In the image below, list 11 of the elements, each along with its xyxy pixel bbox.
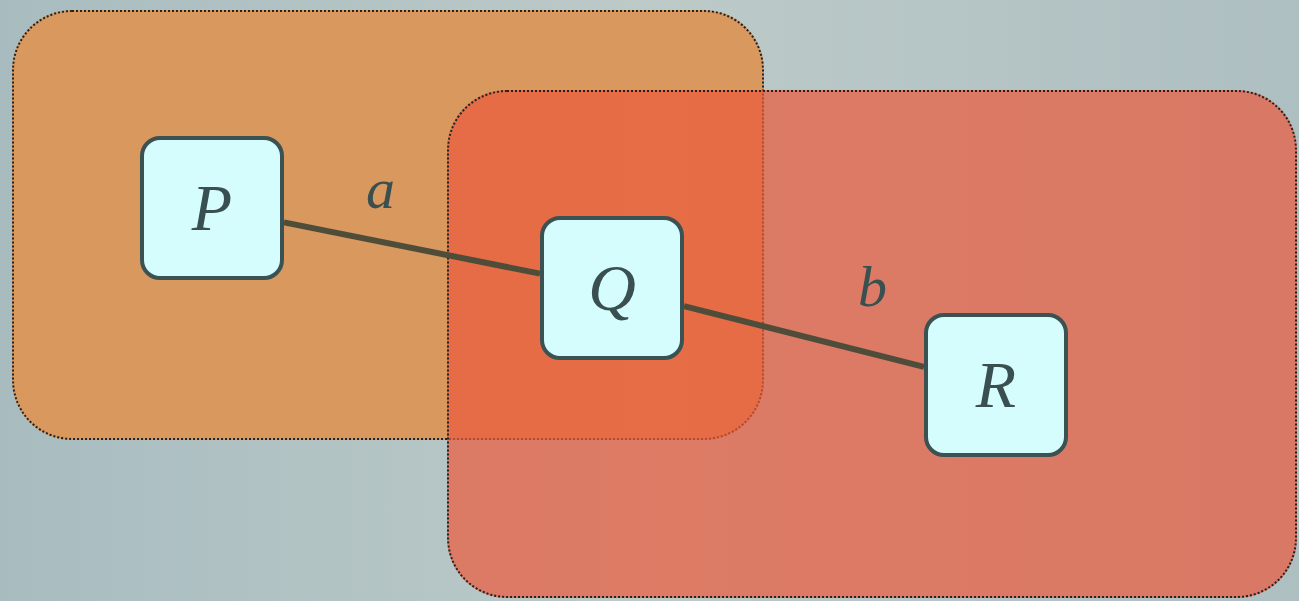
node-box xyxy=(540,216,684,360)
connector-line xyxy=(683,303,925,370)
node-letter: Q xyxy=(588,250,636,326)
shaded-region xyxy=(447,90,1297,598)
node-box xyxy=(924,313,1068,457)
edge-label: a xyxy=(366,160,395,218)
connector-line xyxy=(283,219,541,277)
edge-label: b xyxy=(858,258,887,316)
node-letter: P xyxy=(191,170,233,246)
node-box xyxy=(140,136,284,280)
node-letter: R xyxy=(975,347,1017,423)
